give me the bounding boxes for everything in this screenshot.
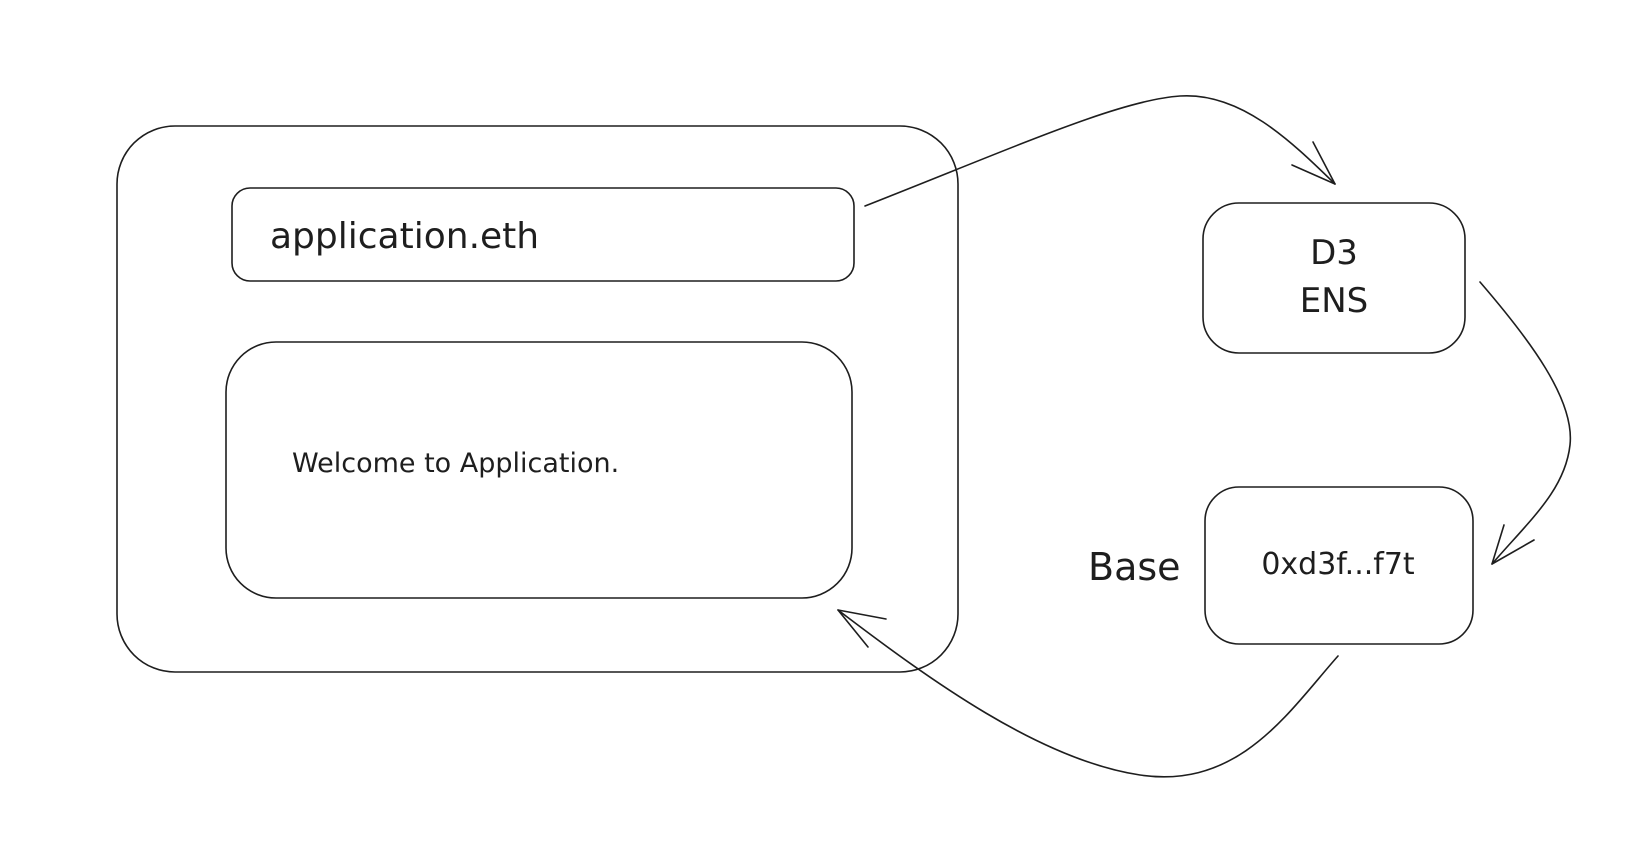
address-bar-box — [231, 187, 855, 282]
arrow-lookup — [864, 95, 1336, 207]
arrow-lookup-head — [1291, 141, 1336, 185]
address-bar[interactable]: application.eth — [231, 187, 855, 282]
content-panel-box — [225, 341, 853, 599]
content-panel: Welcome to Application. — [225, 341, 853, 599]
arrow-resolve-line — [1479, 281, 1572, 565]
arrow-return — [837, 609, 1339, 778]
address-bar-text: application.eth — [270, 216, 539, 257]
resolver-label-line2: ENS — [1300, 281, 1369, 321]
welcome-text: Welcome to Application. — [292, 448, 619, 479]
resolved-address: 0xd3f...f7t — [1261, 547, 1415, 582]
arrow-resolve-head — [1491, 524, 1535, 565]
resolver-label-line1: D3 — [1310, 233, 1358, 273]
arrow-lookup-line — [864, 95, 1336, 207]
resolver-box — [1202, 202, 1466, 354]
browser-window: application.eth Welcome to Application. — [116, 125, 959, 673]
arrow-return-line — [837, 609, 1339, 778]
address-node: 0xd3f...f7t — [1204, 486, 1474, 645]
address-box — [1204, 486, 1474, 645]
browser-window-frame — [116, 125, 959, 673]
resolver-node: D3 ENS — [1202, 202, 1466, 354]
arrow-resolve — [1479, 281, 1572, 565]
arrow-return-head — [837, 609, 887, 648]
chain-name: Base — [1088, 545, 1181, 589]
